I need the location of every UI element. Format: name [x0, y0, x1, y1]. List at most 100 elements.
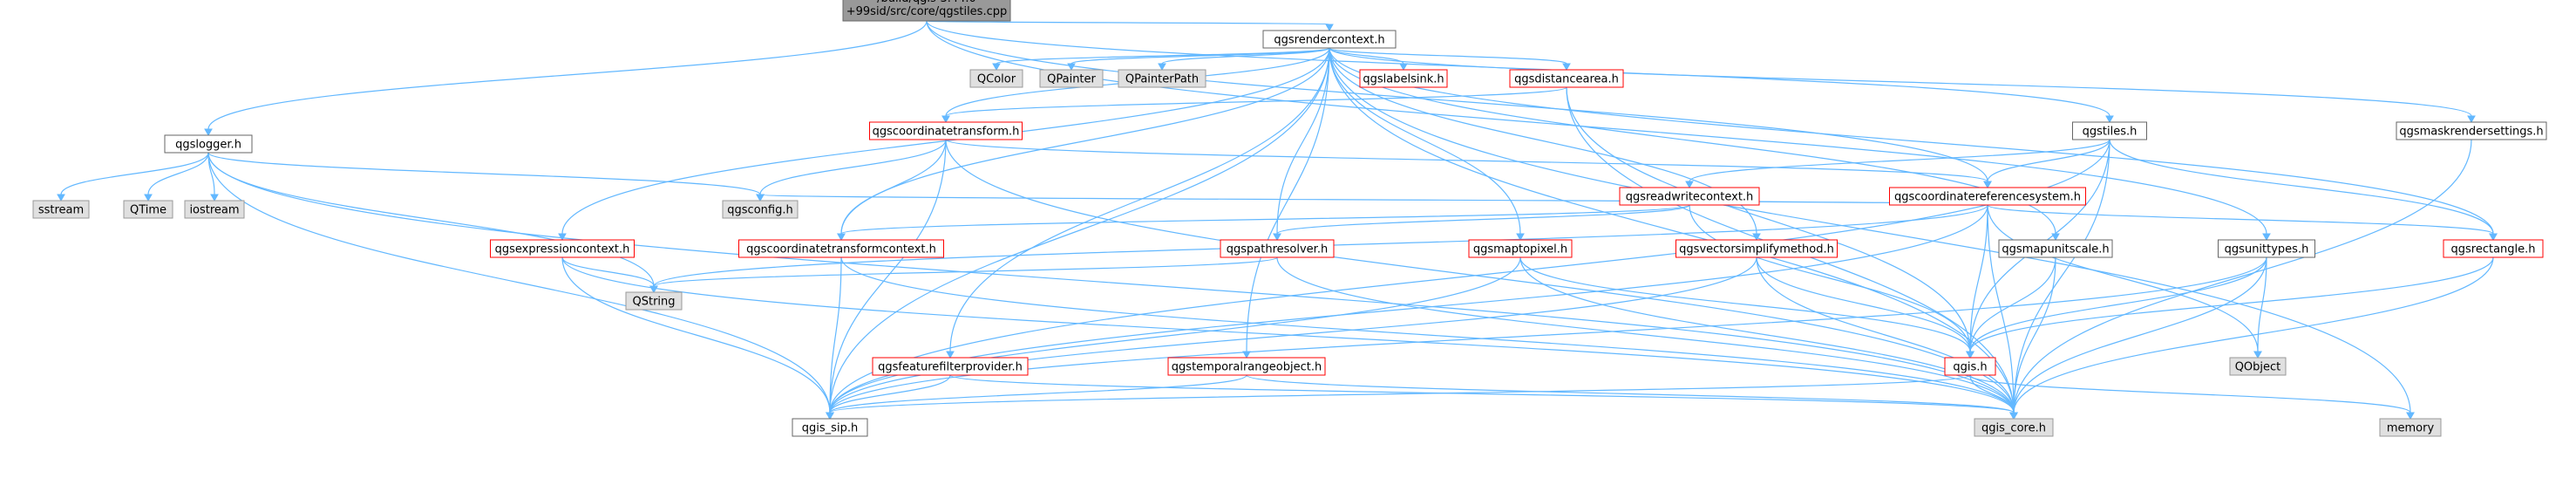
edge-qgis-to-qgis_sip — [826, 374, 1971, 420]
node-box — [123, 200, 173, 219]
edge-line — [829, 256, 1757, 413]
edge-qgscoordinatetransformcontext-to-qgis_sip — [826, 256, 842, 420]
edge-qgis-to-qgis_core — [1969, 374, 2018, 420]
node-qgis[interactable]: qgis.h — [1944, 357, 1996, 376]
edge-line — [996, 47, 1330, 65]
edge-qgscoordinatereferencesystem-to-qgsrectangle — [1987, 204, 2498, 242]
edge-qgsrendercontext-to-qgsdistancearea — [1329, 47, 1571, 72]
node-label: qgsmaptopixel.h — [1473, 243, 1567, 256]
edge-arrowhead — [57, 194, 65, 202]
node-box — [1944, 357, 1996, 376]
edge-arrowhead — [941, 115, 950, 124]
node-qgslabelsink[interactable]: qgslabelsink.h — [1359, 69, 1448, 88]
edge-qgsexpressioncontext-to-qgis_sip — [561, 256, 834, 420]
node-box — [1998, 239, 2113, 258]
node-qgsvectorsimplifymethod[interactable]: qgsvectorsimplifymethod.h — [1675, 239, 1838, 258]
node-box — [2379, 418, 2442, 437]
edge-line — [207, 20, 928, 130]
edge-qgstiles-to-qgsrectangle — [2109, 139, 2498, 242]
node-box — [1359, 69, 1448, 88]
edge-qgsreadwritecontext-to-qgspathresolver — [1273, 204, 1690, 242]
edge-qgsreadwritecontext-to-qgscoordinatetransformcontext — [837, 204, 1690, 242]
edge-line — [829, 256, 842, 413]
edge-line — [1987, 139, 2110, 182]
edge-line — [2257, 256, 2267, 352]
node-qgsexpressioncontext[interactable]: qgsexpressioncontext.h — [490, 239, 635, 258]
edge-arrowhead — [1158, 63, 1166, 72]
node-box — [842, 0, 1011, 22]
node-box — [872, 357, 1029, 376]
node-box — [1889, 187, 2086, 206]
node-box — [1974, 418, 2054, 437]
node-qgsunittypes[interactable]: qgsunittypes.h — [2218, 239, 2315, 258]
node-box — [625, 291, 683, 311]
edge-qgscoordinatetransform-to-qgscoordinatetransformcontext — [837, 139, 947, 242]
node-qgscoordinatetransform[interactable]: qgscoordinatetransform.h — [869, 121, 1023, 140]
edge-line — [1756, 256, 2015, 413]
edge-line — [829, 256, 1521, 413]
edge-line — [1329, 47, 2411, 413]
node-qgscoordinatereferencesystem[interactable]: qgscoordinatereferencesystem.h — [1889, 187, 2086, 206]
node-label: qgis.h — [1953, 361, 1987, 374]
node-label: +99sid/src/core/qgstiles.cpp — [846, 5, 1008, 18]
node-box — [1039, 69, 1104, 88]
node-qgsmaskrendersettings[interactable]: qgsmaskrendersettings.h — [2396, 121, 2547, 140]
node-label: qgsdistancearea.h — [1514, 73, 1619, 86]
node-qgsmaptopixel[interactable]: qgsmaptopixel.h — [1468, 239, 1573, 258]
edge-line — [1987, 204, 2494, 235]
node-qgis_sip[interactable]: qgis_sip.h — [792, 418, 868, 437]
edge-line — [1987, 204, 2259, 352]
edge-qgsrectangle-to-qgis_core — [2009, 256, 2494, 420]
edge-arrowhead — [210, 194, 219, 202]
edge-line — [1276, 47, 1330, 235]
node-box — [1509, 69, 1624, 88]
node-QTime: QTime — [123, 200, 173, 219]
node-qgsmapunitscale[interactable]: qgsmapunitscale.h — [1998, 239, 2113, 258]
node-qgsrectangle[interactable]: qgsrectangle.h — [2443, 239, 2544, 258]
node-root[interactable]: /build/qgis-3.44.0+99sid/src/core/qgstil… — [842, 0, 1011, 22]
edge-qgsexpressioncontext-to-qgis_core — [561, 256, 2018, 420]
node-layer: /build/qgis-3.44.0+99sid/src/core/qgstil… — [32, 0, 2547, 437]
edge-arrowhead — [1325, 24, 1334, 32]
node-label: qgsmaskrendersettings.h — [2399, 126, 2543, 139]
edge-qgsrendercontext-to-qgsrectangle — [1329, 47, 2498, 242]
node-label: qgspathresolver.h — [1227, 243, 1328, 256]
edge-arrowhead — [204, 128, 213, 137]
edge-layer — [57, 20, 2498, 420]
node-label: qgsmapunitscale.h — [2002, 243, 2109, 256]
node-qgslogger[interactable]: qgslogger.h — [164, 134, 253, 154]
edge-line — [840, 256, 2015, 413]
node-qgsfeaturefilterprovider[interactable]: qgsfeaturefilterprovider.h — [872, 357, 1029, 376]
node-qgstemporalrangeobject[interactable]: qgstemporalrangeobject.h — [1167, 357, 1326, 376]
node-qgstiles[interactable]: qgstiles.h — [2072, 121, 2147, 140]
edge-line — [1329, 47, 1567, 65]
node-qgscoordinatetransformcontext[interactable]: qgscoordinatetransformcontext.h — [738, 239, 944, 258]
node-box — [1675, 239, 1838, 258]
edge-line — [945, 86, 1567, 117]
edge-arrowhead — [1983, 181, 1992, 189]
edge-line — [840, 204, 1690, 235]
node-qgsrendercontext[interactable]: qgsrendercontext.h — [1262, 30, 1397, 49]
edge-qgstiles-to-qgsreadwritecontext — [1685, 139, 2110, 189]
edge-line — [1246, 374, 2015, 413]
edge-arrowhead — [1273, 233, 1281, 242]
node-label: QTime — [130, 204, 167, 217]
edge-arrowhead — [2467, 115, 2476, 124]
node-qgsreadwritecontext[interactable]: qgsreadwritecontext.h — [1619, 187, 1760, 206]
node-qgsdistancearea[interactable]: qgsdistancearea.h — [1509, 69, 1624, 88]
edge-line — [1276, 204, 1690, 235]
edge-line — [1329, 47, 2015, 413]
edge-line — [1519, 256, 1971, 352]
node-qgspathresolver[interactable]: qgspathresolver.h — [1220, 239, 1335, 258]
edge-line — [829, 374, 1971, 413]
edge-qgsvectorsimplifymethod-to-qgis_sip — [826, 256, 1757, 420]
node-label: qgslabelsink.h — [1363, 73, 1444, 86]
edge-qgslogger-to-QTime — [144, 152, 209, 202]
node-label: QColor — [977, 73, 1016, 86]
node-label: qgslogger.h — [175, 139, 241, 152]
edge-arrowhead — [1067, 63, 1076, 72]
edge-qgsrendercontext-to-qgstemporalrangeobject — [1242, 47, 1330, 359]
edge-line — [207, 152, 655, 287]
edge-line — [829, 47, 1330, 413]
node-label: /build/qgis-3.44.0 — [877, 0, 976, 5]
